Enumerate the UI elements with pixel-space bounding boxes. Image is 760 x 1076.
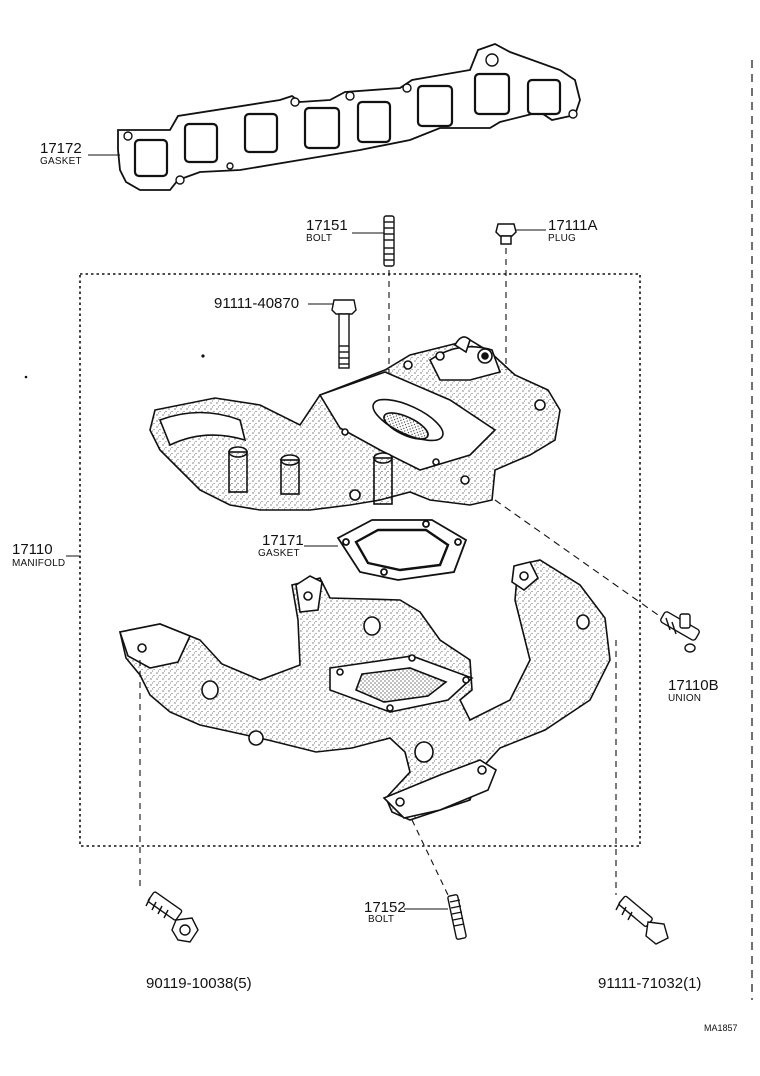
speck — [24, 375, 28, 379]
gasket-17172-number: 17172 — [40, 140, 82, 157]
intake-manifold — [149, 336, 561, 511]
exhaust-gasket-17172 — [117, 43, 581, 191]
bolt-91111-71032-part — [615, 895, 669, 945]
union-17110b-number: 17110B — [668, 677, 719, 694]
manifold-17110-name: MANIFOLD — [12, 558, 66, 569]
plug-17111a-name: PLUG — [548, 233, 577, 244]
manifold-17110-number: 17110 — [12, 541, 53, 558]
union-17110b-name: UNION — [668, 693, 702, 704]
bolt-91111-71032-number: 91111-71032(1) — [598, 975, 702, 992]
gasket-17171-name: GASKET — [258, 548, 300, 559]
bolt-91111-40870-number: 91111-40870 — [214, 295, 300, 312]
diagram-code: MA1857 — [704, 1023, 738, 1033]
bolt-90119-10038-number: 90119-10038(5) — [146, 975, 252, 992]
bolt-17152-number: 17152 — [364, 899, 406, 916]
stud-bolt-17151 — [383, 215, 395, 267]
bolt-17151-name: BOLT — [306, 233, 333, 244]
bolt-17151-number: 17151 — [306, 217, 348, 234]
bolt-17152-dashed-guide — [411, 819, 449, 896]
bolt-17152-name: BOLT — [368, 914, 395, 925]
stud-bolt-17152 — [447, 894, 467, 940]
plug-17111a-part — [495, 223, 517, 245]
speck — [201, 354, 205, 358]
exhaust-manifold — [118, 559, 611, 821]
gasket-17171-number: 17171 — [262, 532, 304, 549]
plug-17111a-number: 17111A — [548, 217, 598, 234]
gasket-17172-name: GASKET — [40, 156, 82, 167]
bolt-90119-10038-part — [145, 891, 199, 943]
bolt-91111-40870-part — [331, 299, 357, 369]
union-17110b-part — [660, 611, 700, 653]
carb-gasket-17171 — [336, 519, 468, 581]
